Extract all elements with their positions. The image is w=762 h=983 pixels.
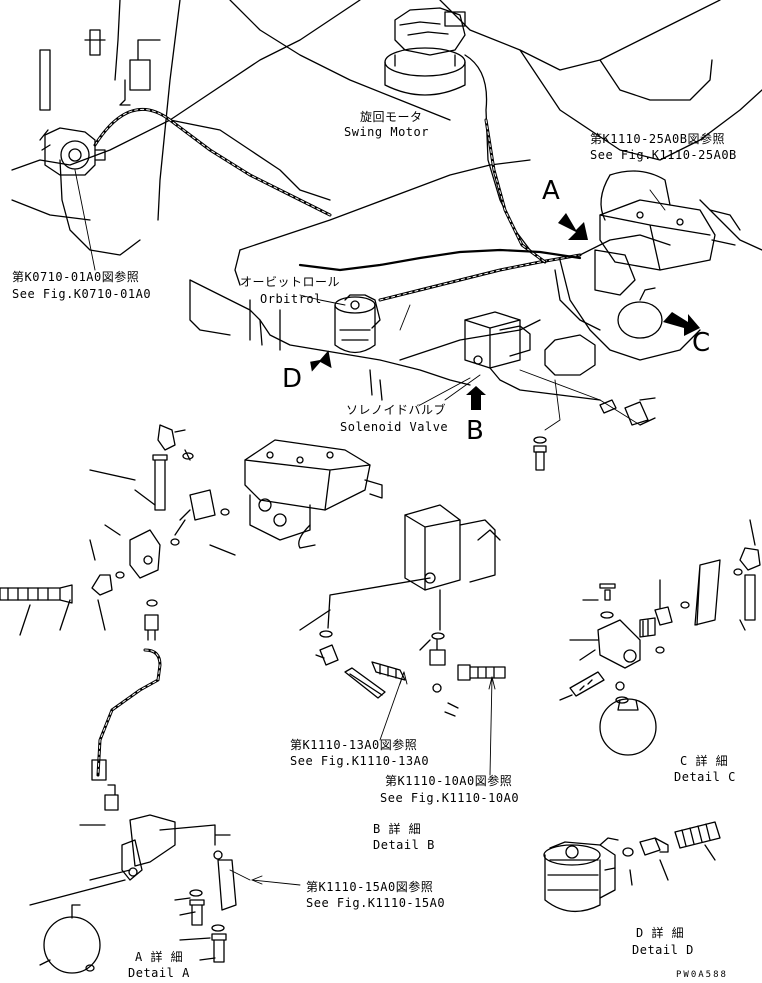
detail-d-label-en: Detail D [632, 943, 694, 957]
detail-c-label-en: Detail C [674, 770, 736, 784]
detail-c-label-jp: C 詳 細 [680, 754, 729, 768]
leader-lines-upper [74, 169, 666, 431]
view-letter-c: C [692, 328, 711, 358]
orbitrol-label-jp: オービットロール [240, 275, 341, 289]
detail-a-upper-parts [0, 424, 383, 781]
left-motor [39, 127, 106, 176]
detail-b-drawing [299, 504, 506, 717]
swing-motor-label-jp: 旋回モータ [360, 110, 423, 124]
detail-d-label-jp: D 詳 細 [636, 926, 685, 940]
leader-lines-lower [229, 671, 496, 886]
solenoid-valve-label-jp: ソレノイドバルブ [346, 403, 447, 417]
ref-k1110-15a0-en: See Fig.K1110-15A0 [306, 896, 446, 910]
ref-k0710-01a0-jp: 第K0710-01A0図参照 [12, 270, 140, 284]
view-letter-d: D [282, 364, 303, 394]
swing-motor [384, 7, 531, 251]
fasteners-upper [533, 397, 656, 471]
ref-k1110-10a0-jp: 第K1110-10A0図参照 [385, 774, 513, 788]
detail-a-label-jp: A 詳 細 [135, 950, 184, 964]
ref-k1110-13a0-jp: 第K1110-13A0図参照 [290, 738, 418, 752]
swing-motor-label-en: Swing Motor [344, 125, 429, 139]
solenoid-valve-upper [464, 311, 601, 401]
orbitrol-label-en: Orbitrol [260, 292, 322, 306]
ref-k1110-10a0-en: See Fig.K1110-10A0 [380, 791, 520, 805]
view-arrows [310, 213, 700, 410]
drawing-code: PW0A588 [676, 970, 728, 980]
ref-k1110-25a0b-jp: 第K1110-25A0B図参照 [590, 132, 725, 146]
detail-d-drawing [543, 821, 721, 912]
detail-b-label-en: Detail B [373, 838, 435, 852]
ref-k1110-13a0-en: See Fig.K1110-13A0 [290, 754, 430, 768]
spiral-hoses [93, 107, 671, 331]
ref-k0710-01a0-en: See Fig.K0710-01A0 [12, 287, 152, 301]
view-letter-b: B [466, 416, 484, 446]
ref-k1110-15a0-jp: 第K1110-15A0図参照 [306, 880, 434, 894]
detail-c-drawing [559, 519, 761, 756]
solenoid-valve-label-en: Solenoid Valve [340, 420, 449, 434]
detail-a-label-en: Detail A [128, 966, 190, 980]
detail-a-drawing [29, 784, 237, 974]
ref-k1110-25a0b-en: See Fig.K1110-25A0B [590, 148, 737, 162]
orbitrol-unit [334, 294, 381, 354]
right-valve-assembly [594, 170, 741, 339]
view-letter-a: A [542, 176, 560, 206]
detail-b-label-jp: B 詳 細 [373, 822, 422, 836]
machine-frame [11, 0, 762, 401]
